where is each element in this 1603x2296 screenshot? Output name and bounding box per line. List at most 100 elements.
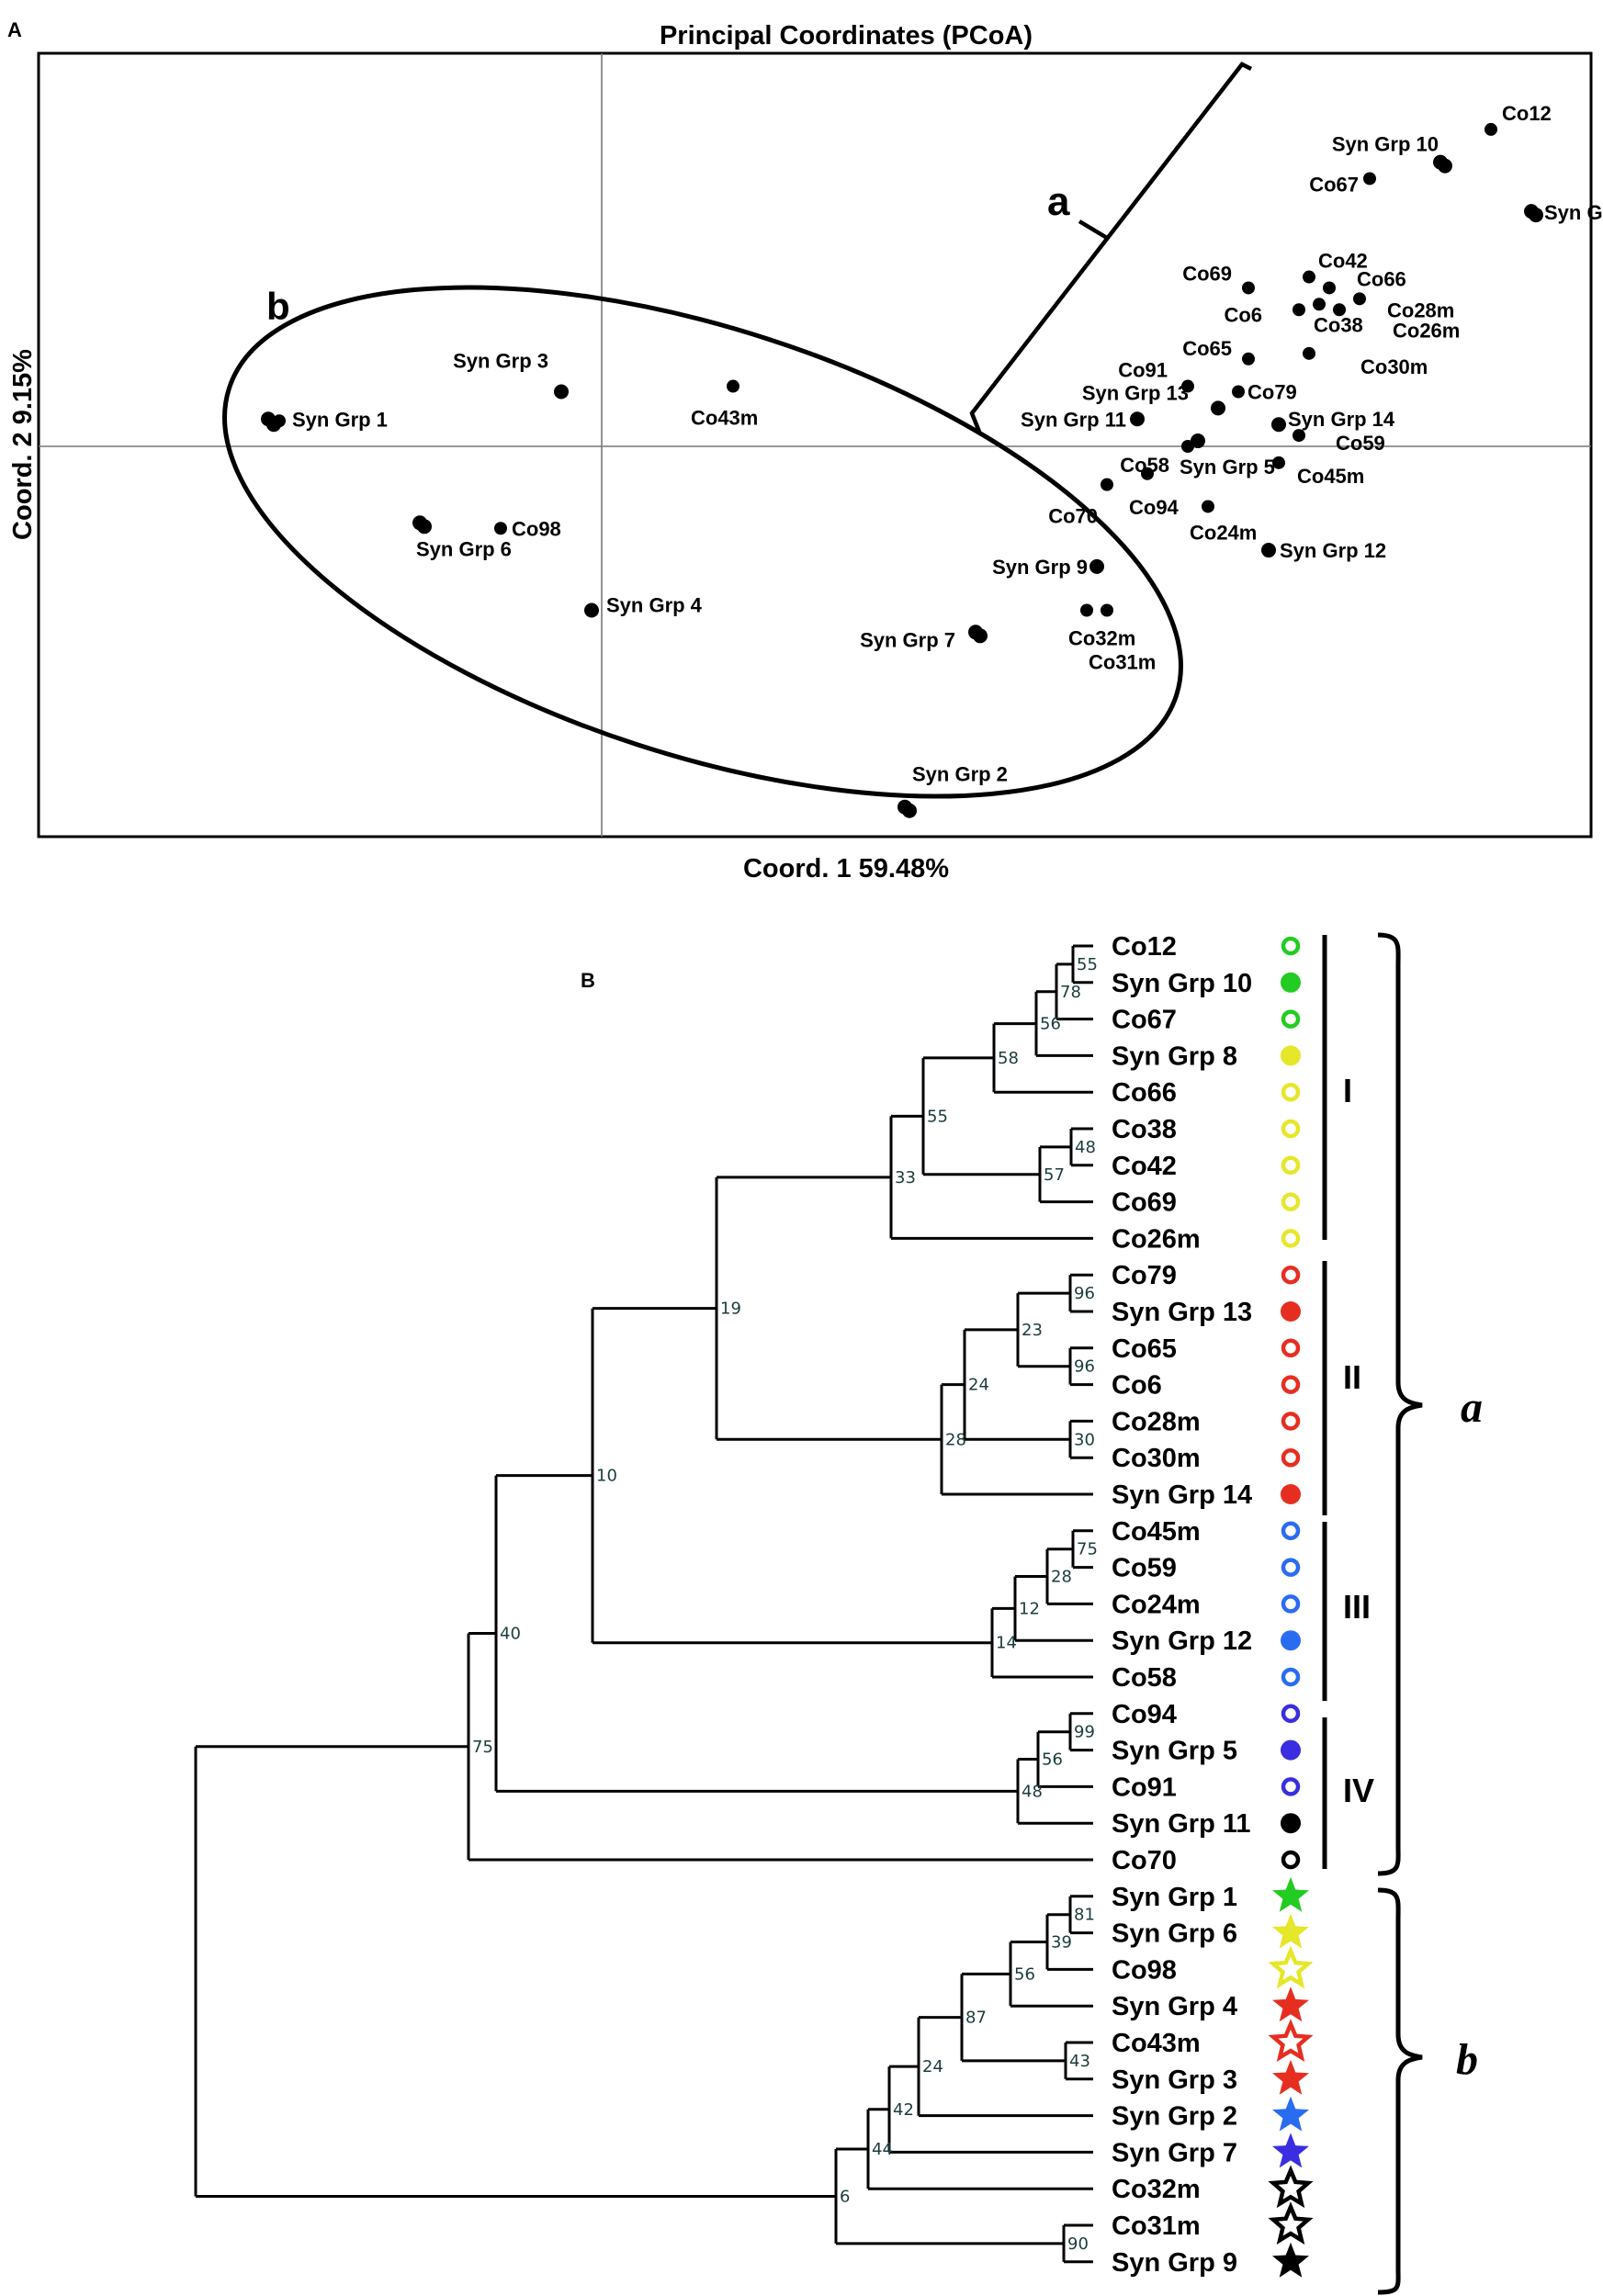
point-syn-grp-14: Syn Grp 14 <box>1271 408 1395 433</box>
clade-iii-label: III <box>1343 1588 1371 1626</box>
leaf-marker-open-circle <box>1281 1447 1301 1468</box>
bootstrap-label: 48 <box>1075 1138 1096 1157</box>
point-marker <box>417 519 432 535</box>
leaf-marker-open-circle <box>1281 936 1301 956</box>
leaf-label-co91: Co91 <box>1112 1773 1177 1802</box>
group-a-bracket-tick <box>1078 219 1109 240</box>
point-label: Syn Grp 14 <box>1288 408 1395 431</box>
tree-group-b-label: b <box>1456 2035 1478 2084</box>
point-marker <box>1293 429 1305 443</box>
point-co98: Co98 <box>494 517 561 540</box>
bootstrap-label: 99 <box>1074 1723 1095 1742</box>
leaf-label-co28m: Co28m <box>1112 1407 1201 1436</box>
leaf-label-co66: Co66 <box>1112 1078 1177 1108</box>
point-syn-grp-1: Syn Grp 1 <box>261 408 388 433</box>
point-marker <box>1293 303 1305 317</box>
dendrogram-panel: B 55785658485755339696233024281975281214… <box>194 932 1483 2295</box>
point-syn-grp-3: Syn Grp 3 <box>453 350 569 400</box>
point-label: Co32m <box>1068 627 1135 650</box>
clade-ii-label: II <box>1343 1358 1361 1396</box>
leaf-label-syn-grp-6: Syn Grp 6 <box>1112 1919 1237 1949</box>
bootstrap-label: 42 <box>893 2100 914 2120</box>
leaf-marker-filled-star <box>1272 2096 1309 2132</box>
point-syn-grp-7: Syn Grp 7 <box>860 625 988 651</box>
leaf-label-co70: Co70 <box>1112 1846 1177 1875</box>
point-co59: Co59 <box>1293 429 1385 455</box>
point-marker <box>1242 281 1255 295</box>
group-b-ellipse <box>222 285 1183 799</box>
point-marker <box>1211 400 1225 416</box>
pcoa-title: Principal Coordinates (PCoA) <box>660 21 1033 51</box>
point-co24m: Co24m <box>1190 500 1257 544</box>
bootstrap-label: 55 <box>927 1107 948 1126</box>
point-co65: Co65 <box>1182 337 1255 366</box>
leaf-label-syn-grp-9: Syn Grp 9 <box>1112 2248 1237 2278</box>
point-marker <box>1242 352 1255 366</box>
point-label: Co70 <box>1048 505 1098 528</box>
bootstrap-label: 81 <box>1074 1906 1095 1925</box>
bootstrap-label: 96 <box>1074 1284 1095 1303</box>
bootstrap-values: 5578565848575533969623302428197528121410… <box>472 955 1098 2254</box>
point-co12: Co12 <box>1484 102 1552 136</box>
leaf-label-co32m: Co32m <box>1112 2175 1201 2204</box>
leaf-marker-filled-circle <box>1281 1739 1301 1761</box>
bootstrap-label: 58 <box>998 1049 1019 1068</box>
point-co30m: Co30m <box>1303 346 1428 378</box>
leaf-label-syn-grp-12: Syn Grp 12 <box>1112 1626 1252 1656</box>
point-label: Co94 <box>1129 496 1180 519</box>
bootstrap-label: 28 <box>1051 1568 1072 1587</box>
leaf-label-co30m: Co30m <box>1112 1444 1201 1473</box>
point-marker <box>1130 411 1145 427</box>
leaf-label-co31m: Co31m <box>1112 2212 1201 2241</box>
tree-group-a-label: a <box>1461 1383 1483 1432</box>
point-label: Co59 <box>1336 432 1385 455</box>
point-syn-grp-9: Syn Grp 9 <box>992 556 1104 579</box>
leaf-marker-open-circle <box>1281 1009 1301 1029</box>
leaf-label-co6: Co6 <box>1112 1371 1162 1401</box>
leaf-marker-open-circle <box>1281 1338 1301 1358</box>
bootstrap-label: 56 <box>1042 1750 1063 1770</box>
leaf-label-syn-grp-13: Syn Grp 13 <box>1112 1298 1252 1327</box>
point-marker <box>494 522 507 535</box>
leaf-marker-filled-circle <box>1281 972 1301 993</box>
leaf-label-co98: Co98 <box>1112 1955 1177 1985</box>
bootstrap-label: 28 <box>945 1430 966 1449</box>
y-axis-label: Coord. 2 9.15% <box>8 349 38 540</box>
point-syn-grp-8: Syn Grp 8 <box>1524 201 1603 224</box>
point-label: Co24m <box>1190 521 1257 544</box>
bootstrap-label: 30 <box>1074 1430 1095 1449</box>
point-co69: Co69 <box>1182 262 1255 295</box>
leaf-marker-filled-circle <box>1281 1484 1301 1504</box>
bootstrap-label: 40 <box>500 1625 521 1644</box>
point-marker <box>1271 417 1286 433</box>
point-marker <box>1272 456 1285 469</box>
leaf-marker-open-circle <box>1281 1265 1301 1285</box>
bootstrap-label: 87 <box>965 2009 987 2028</box>
point-label: Syn Grp 5 <box>1180 456 1275 478</box>
point-label: Co67 <box>1309 173 1359 196</box>
point-label: Syn Grp 11 <box>1021 408 1126 431</box>
point-marker <box>1261 543 1276 558</box>
point-co79: Co79 <box>1232 381 1297 404</box>
bootstrap-label: 78 <box>1060 983 1081 1002</box>
panel-a-letter: A <box>7 18 22 41</box>
clade-i-label: I <box>1343 1072 1352 1109</box>
pcoa-panel: A Principal Coordinates (PCoA) Coord. 1 … <box>7 18 1603 884</box>
leaf-label-syn-grp-3: Syn Grp 3 <box>1112 2065 1237 2095</box>
leaf-marker-filled-circle <box>1281 1630 1301 1651</box>
point-syn-grp-11: Syn Grp 11 <box>1021 408 1145 431</box>
group-b-label: b <box>266 285 290 328</box>
group-a-label: a <box>1047 179 1070 224</box>
bootstrap-label: 39 <box>1051 1933 1072 1953</box>
bootstrap-label: 44 <box>872 2140 893 2159</box>
bootstrap-label: 75 <box>1077 1540 1098 1559</box>
bootstrap-label: 57 <box>1044 1165 1065 1185</box>
point-label: Syn Grp 9 <box>992 556 1088 579</box>
point-marker <box>1089 558 1104 574</box>
point-label: Syn Grp 3 <box>453 350 548 373</box>
point-marker <box>727 379 739 393</box>
leaf-marker-open-circle <box>1281 1192 1301 1211</box>
leaf-markers <box>1268 936 1314 2278</box>
